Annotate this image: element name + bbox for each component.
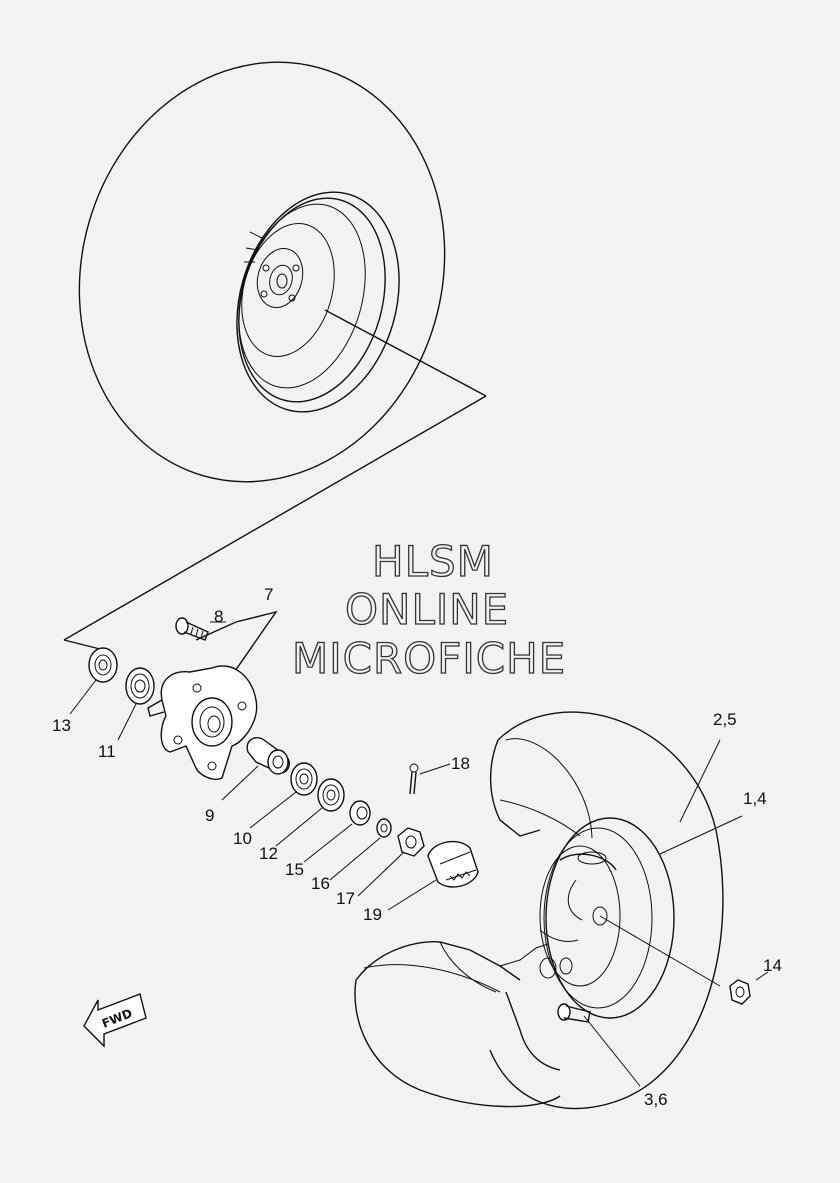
part-19-cap — [427, 840, 479, 888]
callout-11: 11 — [98, 742, 116, 761]
callout-18: 18 — [451, 754, 470, 773]
callout-2-5: 2,5 — [713, 710, 737, 729]
callout-12: 12 — [259, 844, 278, 863]
part-8-bolt — [175, 617, 209, 641]
watermark-line-2: ONLINE — [345, 585, 509, 634]
callout-7: 7 — [264, 585, 273, 604]
callout-16: 16 — [311, 874, 330, 893]
lower-wheel-assembly — [354, 711, 769, 1110]
callout-15: 15 — [285, 860, 304, 879]
watermark-line-3: MICROFICHE — [292, 634, 566, 683]
fwd-arrow-icon: FWD — [83, 993, 147, 1048]
callout-17: 17 — [336, 889, 355, 908]
part-17-nut — [397, 827, 425, 857]
callout-19: 19 — [363, 905, 382, 924]
part-13-seal — [88, 647, 118, 683]
callout-3-6: 3,6 — [644, 1090, 668, 1109]
part-18-cotter-pin — [409, 763, 451, 795]
part-16-washer — [376, 818, 392, 838]
part-9-spacer — [246, 736, 290, 775]
part-3-6-valve — [557, 1003, 591, 1023]
callout-1-4: 1,4 — [743, 789, 767, 808]
part-15-collar — [349, 800, 371, 826]
watermark: HLSM ONLINE MICROFICHE — [291, 536, 566, 683]
part-11-bearing — [125, 667, 155, 705]
callout-labels: 7 8 13 11 9 10 12 15 16 17 19 18 2,5 1,4… — [52, 585, 782, 1109]
callout-13: 13 — [52, 716, 71, 735]
part-7-hub — [147, 665, 258, 780]
hub-parts — [69, 610, 479, 911]
callout-9: 9 — [205, 806, 214, 825]
part-10-bearing — [290, 762, 318, 796]
callout-14: 14 — [763, 956, 782, 975]
part-14-nut — [729, 979, 751, 1005]
part-12-seal — [317, 778, 345, 812]
watermark-line-1: HLSM — [372, 537, 494, 586]
callout-8: 8 — [214, 607, 223, 626]
callout-10: 10 — [233, 829, 252, 848]
